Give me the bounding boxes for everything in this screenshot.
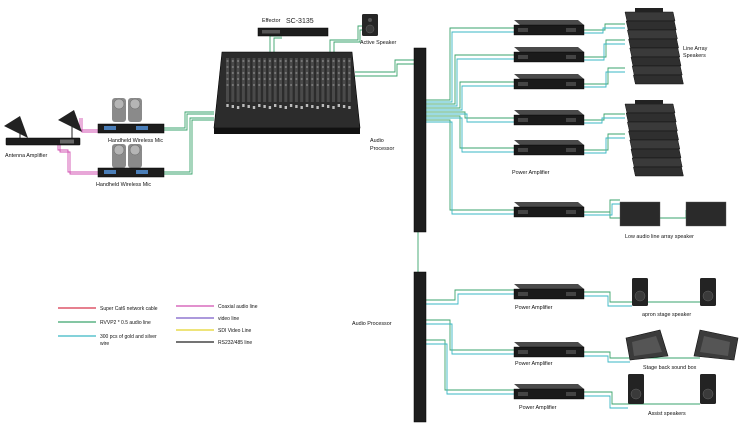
line-array-bottom-cabinet-7 — [631, 157, 683, 168]
line-array-top-cabinet-6 — [630, 56, 682, 67]
low-audio-label: Low audio line array speaker — [625, 234, 694, 240]
power-amplifier-stack-upper — [513, 20, 585, 218]
power-amplifier-3 — [513, 74, 585, 90]
subwoofer-right — [685, 201, 727, 227]
antenna-amplifier-label: Antenna Amplifier — [5, 153, 47, 159]
line-array-bottom-cabinet-5 — [629, 139, 681, 150]
power-amplifier-1 — [513, 20, 585, 36]
stage-back-sound-box — [625, 329, 739, 361]
assist-speakers — [628, 374, 716, 404]
line-array-bottom-cabinet-4 — [628, 130, 679, 141]
svg-text:video line: video line — [218, 316, 239, 322]
power-amp-1-label: Power Amplifier — [512, 170, 550, 176]
audio-processor-2-label: Audio Processor — [352, 321, 392, 327]
line-array-bottom-cabinet-1 — [624, 103, 676, 114]
wireless-mic-1: Handheld Wireless Mic — [97, 98, 165, 144]
wireless-mic-2: Handheld Wireless Mic — [96, 144, 165, 188]
audio-processor-1-label: Audio Processor — [370, 138, 394, 152]
mic-receiver-1 — [97, 123, 165, 134]
power-amplifier-stack-lower — [513, 284, 585, 400]
power-amplifier-4 — [513, 110, 585, 126]
line-array-top-cabinet-4 — [628, 38, 679, 49]
line-array-top-cabinet-7 — [631, 65, 683, 76]
audio-processor-1: Audio Processor — [370, 47, 427, 233]
legend-item: video line — [176, 316, 239, 322]
antenna-amplifier-group: Antenna Amplifier — [4, 110, 82, 159]
mixer-console — [213, 51, 361, 134]
power-amplifier-2 — [513, 47, 585, 63]
audio-processor-2-device — [413, 271, 427, 423]
mic-1-label: Handheld Wireless Mic — [108, 138, 163, 144]
svg-text:SDI Video Line: SDI Video Line — [218, 328, 251, 334]
active-speaker-label: Active Speaker — [360, 40, 396, 46]
assist-label: Assist speakers — [648, 411, 686, 417]
line-array-top-cabinet-1 — [624, 11, 676, 22]
audio-processor-2: Audio Processor — [352, 271, 427, 423]
legend-item: RVVP2 * 0.5 audio line — [58, 320, 151, 326]
antenna-right-icon — [58, 110, 82, 132]
svg-text:Super Cat6 network cable: Super Cat6 network cable — [100, 306, 158, 312]
low-audio-line-array-speakers — [619, 201, 727, 227]
stage-back-label: Stage back sound box — [643, 365, 697, 371]
line-array-top-cabinet-8 — [633, 74, 684, 85]
line-array-label: Line Array Speakers — [683, 46, 709, 59]
audio-processor-1-device — [413, 47, 427, 233]
mic-receiver-2 — [97, 167, 165, 178]
power-amp-4-label: Power Amplifier — [519, 405, 557, 411]
power-amplifier-lower-2 — [513, 342, 585, 358]
legend-item: SDI Video Line — [176, 328, 251, 334]
active-speaker: Active Speaker — [360, 14, 396, 46]
power-amplifier-6 — [513, 202, 585, 218]
antenna-left-icon — [4, 116, 28, 138]
effector-label: Effector — [262, 18, 281, 24]
subwoofer-left — [619, 201, 661, 227]
line-array-bottom-cabinet-8 — [633, 166, 684, 177]
line-array-bottom-cabinet-3 — [627, 121, 678, 132]
svg-text:Coaxial audio line: Coaxial audio line — [218, 304, 258, 310]
line-array-bottom-cabinet-6 — [630, 148, 682, 159]
legend-item: Super Cat6 network cable — [58, 306, 158, 312]
power-amp-2-label: Power Amplifier — [515, 305, 553, 311]
line-array-top-cabinet-5 — [629, 47, 681, 58]
power-amplifier-lower-3 — [513, 384, 585, 400]
line-array-top-cabinet-3 — [627, 29, 678, 40]
svg-text:RVVP2 * 0.5 audio line: RVVP2 * 0.5 audio line — [100, 320, 151, 326]
legend-item: Coaxial audio line — [176, 304, 258, 310]
line-array-speakers — [624, 8, 684, 177]
power-amp-3-label: Power Amplifier — [515, 361, 553, 367]
effector-model: SC-3135 — [286, 18, 314, 25]
power-amplifier-5 — [513, 140, 585, 156]
mic-2-label: Handheld Wireless Mic — [96, 182, 151, 188]
power-amplifier-lower-1 — [513, 284, 585, 300]
line-array-bottom-cabinet-2 — [625, 112, 677, 123]
legend-item: RS232/485 line — [176, 340, 252, 346]
apron-label: apron stage speaker — [642, 312, 691, 318]
apron-stage-speakers — [632, 278, 716, 306]
effector-device — [257, 27, 329, 37]
effector: Effector SC-3135 — [257, 18, 329, 37]
cables — [40, 23, 700, 409]
line-array-top-cabinet-2 — [625, 20, 677, 31]
svg-text:RS232/485 line: RS232/485 line — [218, 340, 252, 346]
